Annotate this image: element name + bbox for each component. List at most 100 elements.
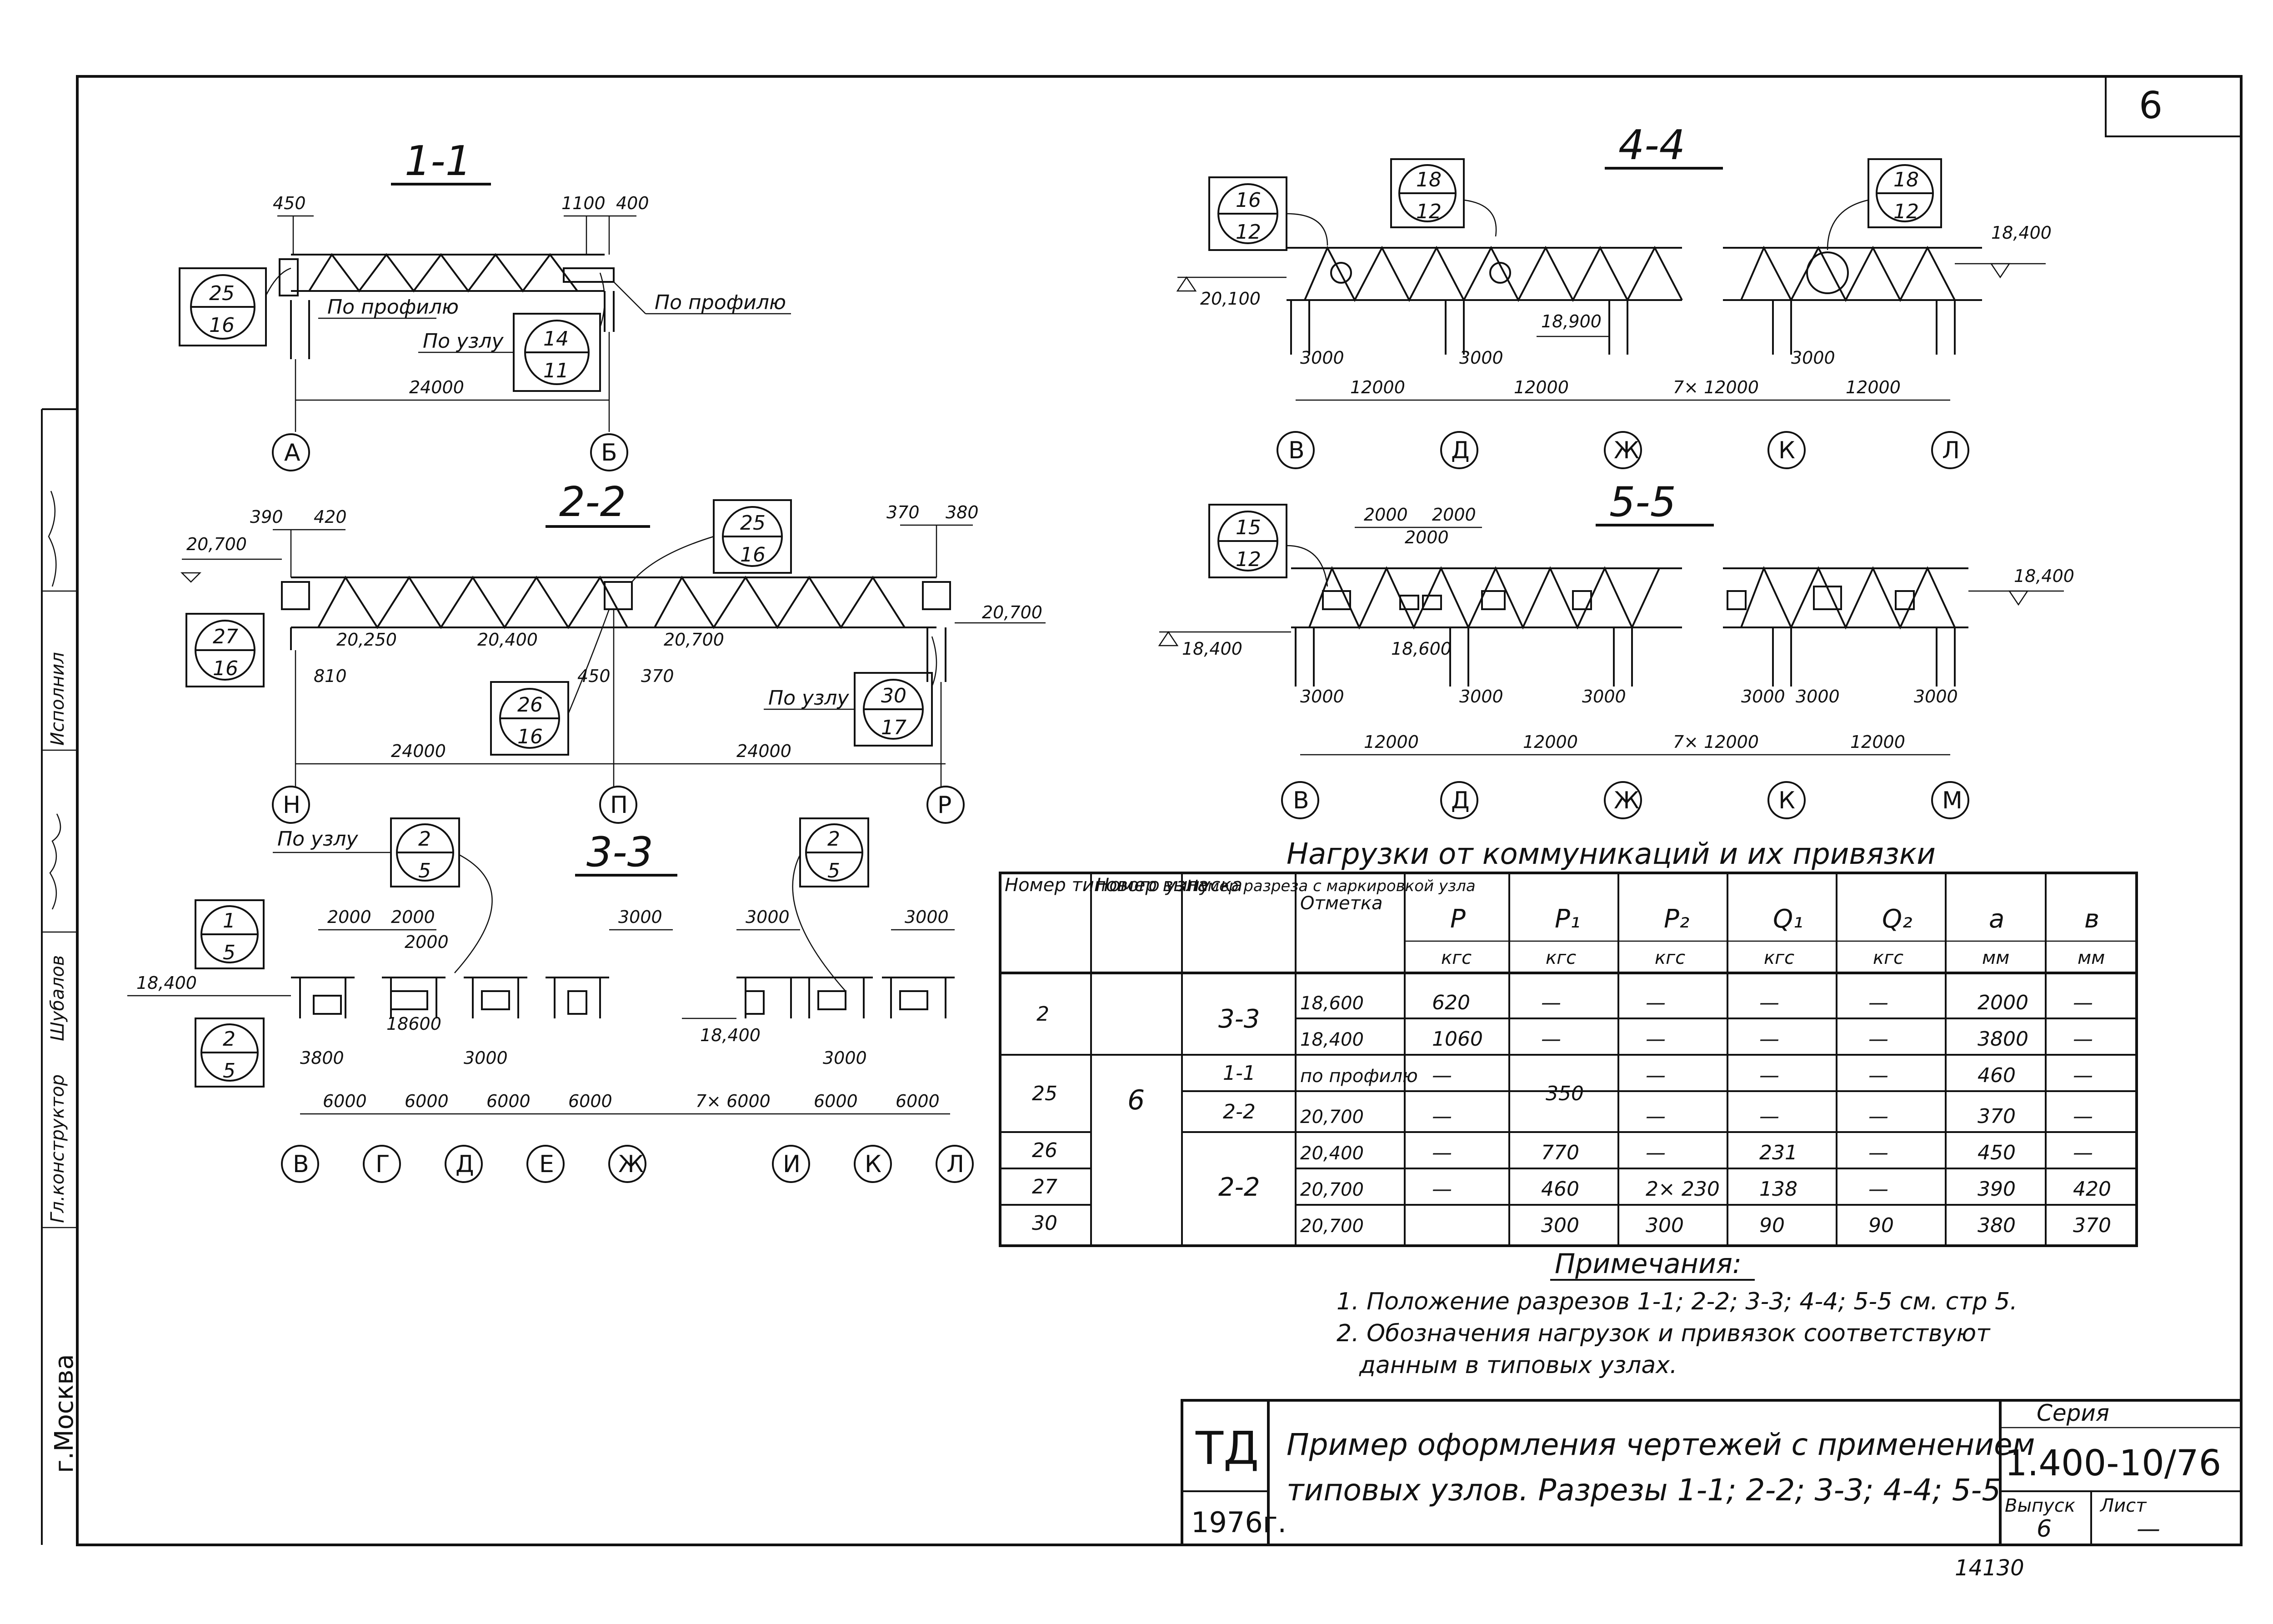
node-18-44a: 18 — [1416, 168, 1442, 191]
axis-D-3-3: Д — [456, 1151, 474, 1178]
section-4-4: 4-4 16 12 18 12 18 12 20,100 18,900 — [1176, 121, 2052, 469]
table-cell-b: — — [2073, 1064, 2093, 1087]
dim-12000-44c: 12000 — [1846, 377, 1901, 397]
stamp-year: 1976г. — [1191, 1506, 1287, 1539]
level-20100: 20,100 — [1200, 289, 1261, 309]
sheet-frame — [76, 75, 2243, 1546]
node-18-44b: 18 — [1893, 168, 1919, 191]
node-callout-2-5-a — [390, 817, 460, 887]
axis-D-4-4: Д — [1451, 437, 1470, 464]
dim-3000-55c: 3000 — [1582, 687, 1626, 707]
dim-3000-55f: 3000 — [1914, 687, 1958, 707]
node-27-16: 16 — [213, 657, 238, 680]
node-callout-18-12-a — [1390, 158, 1465, 228]
stamp-gl-konstruktor: Гл.конструктор — [47, 1074, 68, 1223]
section-title-1-1: 1-1 — [405, 137, 471, 185]
label-po-uzlu-1-1: По узлу — [423, 330, 504, 353]
dim-3000-e: 3000 — [823, 1048, 867, 1068]
label-po-uzlu-2-2: По узлу — [768, 687, 850, 710]
dim-24000-a: 24000 — [391, 741, 446, 761]
unit-b: мм — [2078, 947, 2105, 968]
table-cell-p1: 460 — [1541, 1178, 1579, 1201]
table-cell-q2: — — [1868, 1064, 1888, 1087]
section-5-5: 5-5 15 12 2000 2000 2000 18,400 18,600 1… — [1158, 478, 2074, 819]
node-27: 27 — [213, 625, 238, 648]
series-number: 1.400-10/76 — [2005, 1443, 2221, 1484]
hdr-node: Номер типового узла — [1005, 875, 1209, 896]
table-cell-p: — — [1432, 1141, 1452, 1164]
node-callout-30-17 — [854, 672, 933, 747]
dim-2000-c: 2000 — [405, 932, 449, 952]
note-1: 1. Положение разрезов 1-1; 2-2; 3-3; 4-4… — [1337, 1288, 2018, 1315]
axis-M-5-5: М — [1942, 787, 1963, 814]
dim-6000-a: 6000 — [323, 1091, 367, 1111]
node-15: 15 — [1236, 516, 1261, 539]
axis-R: Р — [937, 792, 951, 819]
dim-3000-55a: 3000 — [1300, 687, 1344, 707]
level-18400-55a: 18,400 — [1182, 639, 1242, 659]
table-cell-q2: — — [1868, 991, 1888, 1014]
dim-3000-55d: 3000 — [1741, 687, 1785, 707]
axis-D-5-5: Д — [1451, 787, 1470, 814]
dim-7x12000-44: 7× 12000 — [1673, 377, 1759, 397]
axis-K-4-4: К — [1778, 437, 1795, 464]
node-12-44a: 12 — [1236, 221, 1261, 244]
dim-7x6000: 7× 6000 — [696, 1091, 771, 1111]
axis-marker-B — [590, 433, 628, 471]
dim-12000-44a: 12000 — [1350, 377, 1405, 397]
hdr-P: Р — [1450, 904, 1466, 934]
table-cell-q1: — — [1759, 1064, 1779, 1087]
table-cell-a: 380 — [1978, 1214, 2016, 1237]
axis-Zh-3-3: Ж — [618, 1151, 644, 1178]
table-cell-p2: — — [1646, 991, 1666, 1014]
dim-6000-d: 6000 — [568, 1091, 612, 1111]
stamp-ispolnil: Исполнил — [47, 652, 68, 746]
section-1-1: 1-1 450 1100 400 По профилю По профилю П… — [179, 137, 791, 471]
axis-V-5-5: В — [1293, 787, 1309, 814]
label-po-profilyu-2: По профилю — [655, 291, 786, 314]
unit-a: мм — [1982, 947, 2009, 968]
table-cell-b: 370 — [2073, 1214, 2111, 1237]
node-26: 26 — [517, 693, 543, 717]
dim-7x12000-55: 7× 12000 — [1673, 732, 1759, 752]
dim-810: 810 — [314, 666, 347, 686]
cell-node-27: 27 — [1032, 1175, 1057, 1198]
node-callout-26-16 — [490, 681, 569, 756]
node-12-55: 12 — [1236, 548, 1261, 571]
signature-mark-2 — [48, 491, 57, 587]
dim-3000-55b: 3000 — [1459, 687, 1503, 707]
dim-12000-44b: 12000 — [1514, 377, 1569, 397]
table-cell-a: 460 — [1978, 1064, 2016, 1087]
dim-3000-44a: 3000 — [1300, 348, 1344, 368]
hdr-section: Номер разреза с маркировкой узла — [1187, 877, 1476, 895]
dim-3000-a: 3000 — [618, 907, 662, 927]
dim-3000-44b: 3000 — [1459, 348, 1503, 368]
node-callout-2-5-b — [799, 817, 869, 887]
issue-label: Выпуск — [2005, 1495, 2075, 1516]
label-po-uzlu-3-3: По узлу — [277, 827, 359, 851]
note-2-cont: данным в типовых узлах. — [1359, 1352, 1677, 1379]
node-25-16-b: 16 — [740, 543, 766, 566]
unit-P: кгс — [1441, 947, 1472, 968]
table-cell-p1: 300 — [1541, 1214, 1579, 1237]
axis-marker-N — [272, 786, 310, 824]
dim-6000-f: 6000 — [896, 1091, 940, 1111]
node-11: 11 — [543, 359, 569, 382]
node-5-b: 5 — [827, 859, 840, 882]
axis-B: Б — [601, 439, 617, 466]
dim-420: 420 — [314, 507, 347, 527]
axis-K-5-5: К — [1778, 787, 1795, 814]
section-2-2: 2-2 390 420 370 380 20,700 20,250 20,400… — [180, 478, 1046, 824]
dim-380: 380 — [946, 502, 979, 522]
unit-P2: кгс — [1655, 947, 1685, 968]
table-cell-a: 2000 — [1978, 991, 2028, 1014]
org-td: ТД — [1195, 1422, 1259, 1475]
table-cell-p: 620 — [1432, 991, 1470, 1014]
level-18400-a: 18,400 — [136, 973, 197, 993]
cell-issue: 6 — [1127, 1084, 1145, 1116]
table-cell-q1: 138 — [1759, 1178, 1797, 1201]
dim-3000-d: 3000 — [464, 1048, 508, 1068]
cell-node-2: 2 — [1036, 1002, 1049, 1026]
table-cell-p1: — — [1541, 1028, 1561, 1051]
